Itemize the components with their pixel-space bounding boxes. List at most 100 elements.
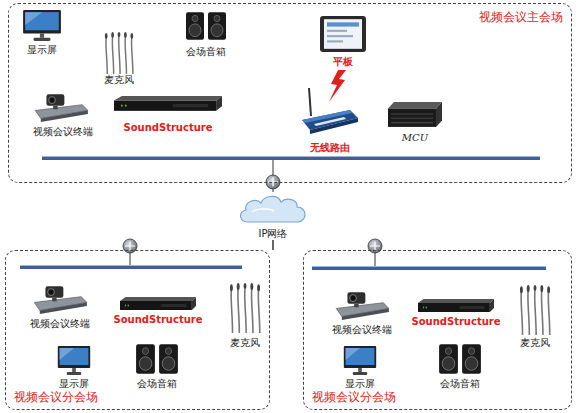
graphic-part — [418, 303, 490, 312]
graphic-part — [189, 24, 201, 37]
speaker-icon — [134, 342, 180, 376]
network-bus — [42, 156, 540, 160]
graphic-part — [216, 96, 222, 111]
venue-group: 视频会议分会场视频会议终端SoundStructure 麦克风显示屏 会场音箱 — [5, 250, 270, 410]
soundstructure-icon-holder — [120, 296, 196, 310]
graphic-part — [114, 96, 222, 101]
device-node: 麦克风 — [97, 32, 141, 86]
router-symbol — [266, 175, 280, 189]
graphic-part — [324, 19, 362, 49]
network-link — [273, 240, 274, 250]
device-node: 显示屏 — [336, 346, 384, 390]
microphone-icon-holder — [103, 32, 135, 74]
terminal-icon-holder — [334, 290, 390, 320]
graphic-part — [245, 287, 246, 333]
mcu-icon — [388, 102, 442, 128]
graphic-part — [130, 33, 133, 39]
device-node: 显示屏 — [14, 10, 70, 56]
device-label: 显示屏 — [4, 44, 80, 56]
graphic-part — [442, 357, 455, 371]
soundstructure-icon — [120, 297, 196, 311]
graphic-part — [266, 175, 280, 189]
graphic-part — [106, 37, 107, 74]
wireless-router-icon — [300, 88, 360, 134]
device-label: 显示屏 — [40, 378, 108, 390]
device-label: 无线路由 — [286, 142, 374, 154]
mcu-icon-holder — [388, 102, 442, 128]
graphic-part — [118, 32, 121, 37]
graphic-part — [45, 286, 63, 298]
bus-highlight — [312, 266, 546, 267]
graphic-part — [391, 122, 433, 123]
graphic-part — [423, 307, 424, 309]
microphone-icon-holder — [518, 285, 552, 335]
graphic-part — [40, 33, 44, 37]
venue-title: 视频会议分会场 — [14, 390, 98, 404]
speaker-icon — [437, 342, 483, 376]
graphic-part — [342, 308, 389, 320]
graphic-part — [136, 344, 155, 373]
speaker-icon-holder — [134, 342, 180, 376]
graphic-part — [535, 289, 536, 335]
graphic-part — [527, 285, 530, 292]
graphic-part — [391, 118, 433, 119]
graphic-part — [162, 357, 175, 371]
graphic-part — [462, 344, 481, 373]
device-label: 平板 — [308, 56, 378, 68]
tablet-icon — [320, 16, 366, 52]
speaker-icon-holder — [437, 342, 483, 376]
device-node: 会场音箱 — [128, 342, 186, 390]
graphic-part — [391, 113, 433, 114]
graphic-part — [346, 348, 360, 360]
display-icon — [21, 10, 63, 42]
graphic-part — [161, 304, 186, 307]
soundstructure-icon — [114, 96, 222, 112]
graphic-part — [125, 105, 127, 107]
bus-highlight — [42, 156, 540, 157]
graphic-part — [112, 36, 113, 74]
graphic-part — [53, 106, 57, 109]
graphic-part — [192, 15, 198, 21]
device-node: 平板 — [318, 16, 368, 68]
device-node: 视频会议终端 — [322, 290, 402, 336]
display-icon — [342, 346, 378, 376]
graphic-part — [192, 297, 196, 310]
graphic-part — [490, 299, 494, 312]
graphic-part — [124, 32, 127, 38]
device-node: 会场音箱 — [430, 342, 490, 390]
graphic-part — [208, 12, 226, 40]
device-label: 视频会议终端 — [12, 318, 108, 330]
tablet-icon-holder — [320, 16, 366, 52]
venue-title: 视频会议分会场 — [312, 390, 396, 404]
graphic-part — [250, 283, 253, 290]
graphic-part — [23, 10, 61, 33]
graphic-part — [528, 290, 529, 335]
display-icon-holder — [56, 346, 92, 376]
graphic-part — [258, 289, 259, 333]
graphic-part — [67, 372, 81, 375]
graphic-part — [327, 40, 343, 42]
soundstructure-icon-holder — [114, 96, 222, 112]
graphic-part — [547, 286, 550, 293]
terminal-icon — [334, 290, 390, 320]
device-node: 麦克风 — [222, 283, 268, 349]
device-node: 麦克风 — [510, 285, 560, 349]
graphic-part — [120, 297, 196, 301]
device-label: IP网络 — [226, 228, 320, 240]
graphic-part — [111, 32, 114, 38]
graphic-part — [128, 305, 129, 307]
graphic-part — [465, 357, 478, 371]
device-label: SoundStructure — [106, 314, 210, 326]
graphic-part — [159, 344, 178, 373]
microphone-icon-holder — [228, 283, 262, 333]
device-node: 视频会议终端 — [25, 90, 100, 138]
graphic-part — [125, 36, 126, 74]
graphic-part — [353, 372, 367, 375]
cloud-icon — [236, 192, 310, 226]
device-label: 会场音箱 — [420, 378, 500, 390]
graphic-part — [46, 94, 64, 106]
graphic-part — [25, 12, 42, 25]
graphic-part — [119, 35, 120, 74]
graphic-part — [320, 16, 366, 52]
